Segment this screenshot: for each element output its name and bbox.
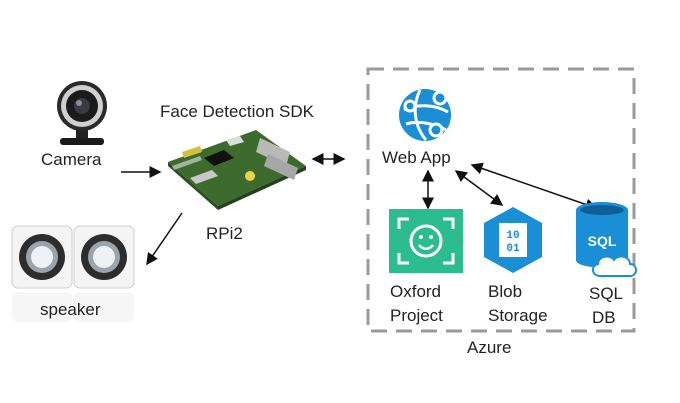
arrow-webapp-sql [470, 162, 598, 211]
camera-label: Camera [41, 150, 102, 169]
blob-storage-label-line1: Blob [488, 282, 523, 301]
rpi-label: RPi2 [206, 224, 243, 243]
face-detection-sdk-label: Face Detection SDK [160, 102, 315, 121]
sql-database-icon: SQL [576, 202, 637, 277]
sql-db-label-line1: SQL [589, 284, 624, 303]
cloud-icon [592, 255, 637, 277]
oxford-project-label-line1: Oxford [390, 282, 442, 301]
blob-storage-hexagon-icon: 10 01 [484, 207, 542, 273]
smiley-face-icon [389, 209, 463, 273]
blob-icon-text-1: 10 [506, 230, 519, 242]
azure-label: Azure [467, 338, 512, 357]
blob-icon-text-2: 01 [506, 243, 520, 255]
web-app-globe-icon [399, 89, 451, 141]
speaker-icon [11, 225, 135, 322]
sql-db-label-line2: DB [592, 308, 616, 327]
webcam-icon [57, 81, 107, 145]
raspberry-pi-board-icon [168, 130, 306, 210]
web-app-label: Web App [382, 148, 451, 167]
arrow-rpi-to-speaker [146, 212, 183, 266]
oxford-project-label-line2: Project [390, 306, 443, 325]
sql-icon-text: SQL [588, 233, 617, 249]
blob-storage-label-line2: Storage [488, 306, 548, 325]
arrow-webapp-blob [454, 170, 504, 206]
speaker-label: speaker [40, 300, 101, 319]
azure-boundary [366, 67, 636, 333]
